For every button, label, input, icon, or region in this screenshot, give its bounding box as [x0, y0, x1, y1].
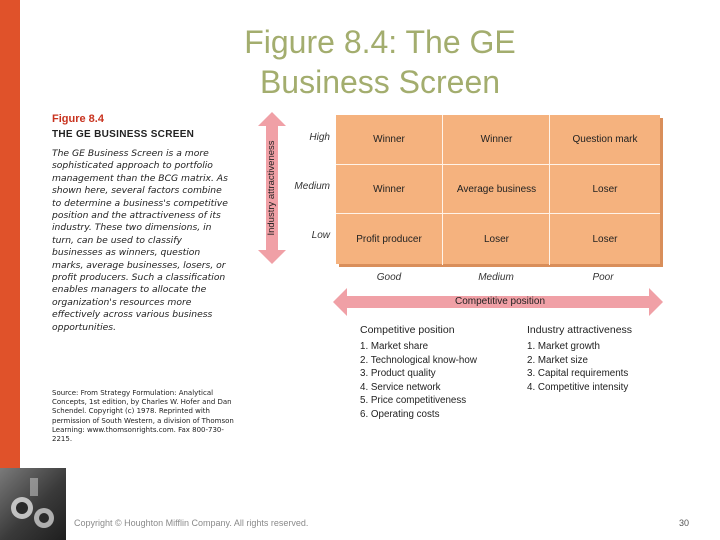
- list-item: 5. Price competitiveness: [360, 395, 467, 407]
- row-label-high: High: [309, 132, 330, 143]
- matrix-cell: Loser: [442, 213, 550, 265]
- chess-pieces-image: [11, 478, 54, 528]
- col-label-medium: Medium: [478, 272, 514, 283]
- list-item: 4. Service network: [360, 381, 441, 393]
- list-item: 6. Operating costs: [360, 408, 440, 420]
- figure-label: Figure 8.4: [52, 113, 104, 125]
- industry-factors-list: 1. Market growth 2. Market size 3. Capit…: [527, 340, 628, 394]
- competitive-position-arrow: [333, 288, 663, 316]
- matrix-cell: Question mark: [549, 115, 660, 164]
- copyright-footer: Copyright © Houghton Mifflin Company. Al…: [74, 518, 309, 528]
- list-item: 1. Market share: [360, 341, 429, 352]
- list-item: 1. Market growth: [527, 341, 600, 352]
- list-item: 2. Technological know-how: [360, 354, 477, 366]
- corner-logo-image: [0, 468, 66, 540]
- list-item: 3. Product quality: [360, 368, 436, 380]
- col-label-good: Good: [376, 272, 402, 283]
- figure-caption: The GE Business Screen is a more sophist…: [52, 148, 228, 333]
- slide-title: Figure 8.4: The GE Business Screen: [140, 22, 620, 102]
- matrix-cell: Winner: [336, 164, 442, 214]
- figure-source: Source: From Strategy Formulation: Analy…: [52, 389, 234, 444]
- row-label-low: Low: [311, 230, 330, 241]
- matrix-cell: Winner: [373, 134, 405, 145]
- matrix-cell: Profit producer: [336, 213, 442, 265]
- row-label-medium: Medium: [294, 181, 330, 192]
- y-axis-label: Industry attractiveness: [266, 140, 277, 236]
- list-item: 2. Market size: [527, 354, 588, 366]
- left-accent-bar: [0, 0, 20, 540]
- competitive-factors-list: 1. Market share 2. Technological know-ho…: [360, 340, 477, 422]
- industry-factors-heading: Industry attractiveness: [527, 324, 633, 336]
- list-item: 3. Capital requirements: [527, 368, 629, 380]
- competitive-factors-heading: Competitive position: [360, 324, 455, 336]
- matrix-cell: Loser: [549, 213, 660, 265]
- col-label-poor: Poor: [592, 272, 614, 283]
- matrix-cell: Loser: [549, 164, 660, 214]
- matrix-cell: Winner: [442, 115, 550, 164]
- industry-attractiveness-arrow: [258, 112, 286, 264]
- ge-matrix-grid: Winner Winner Question mark Winner Avera…: [336, 115, 660, 265]
- figure-name: THE GE BUSINESS SCREEN: [52, 129, 195, 140]
- slide-title-line-2: Business Screen: [259, 64, 501, 100]
- matrix-cell: Average business: [442, 164, 550, 214]
- x-axis-label: Competitive position: [454, 296, 546, 307]
- page-number: 30: [679, 518, 690, 528]
- list-item: 4. Competitive intensity: [527, 381, 629, 393]
- slide-title-line-1: Figure 8.4: The GE: [244, 24, 516, 60]
